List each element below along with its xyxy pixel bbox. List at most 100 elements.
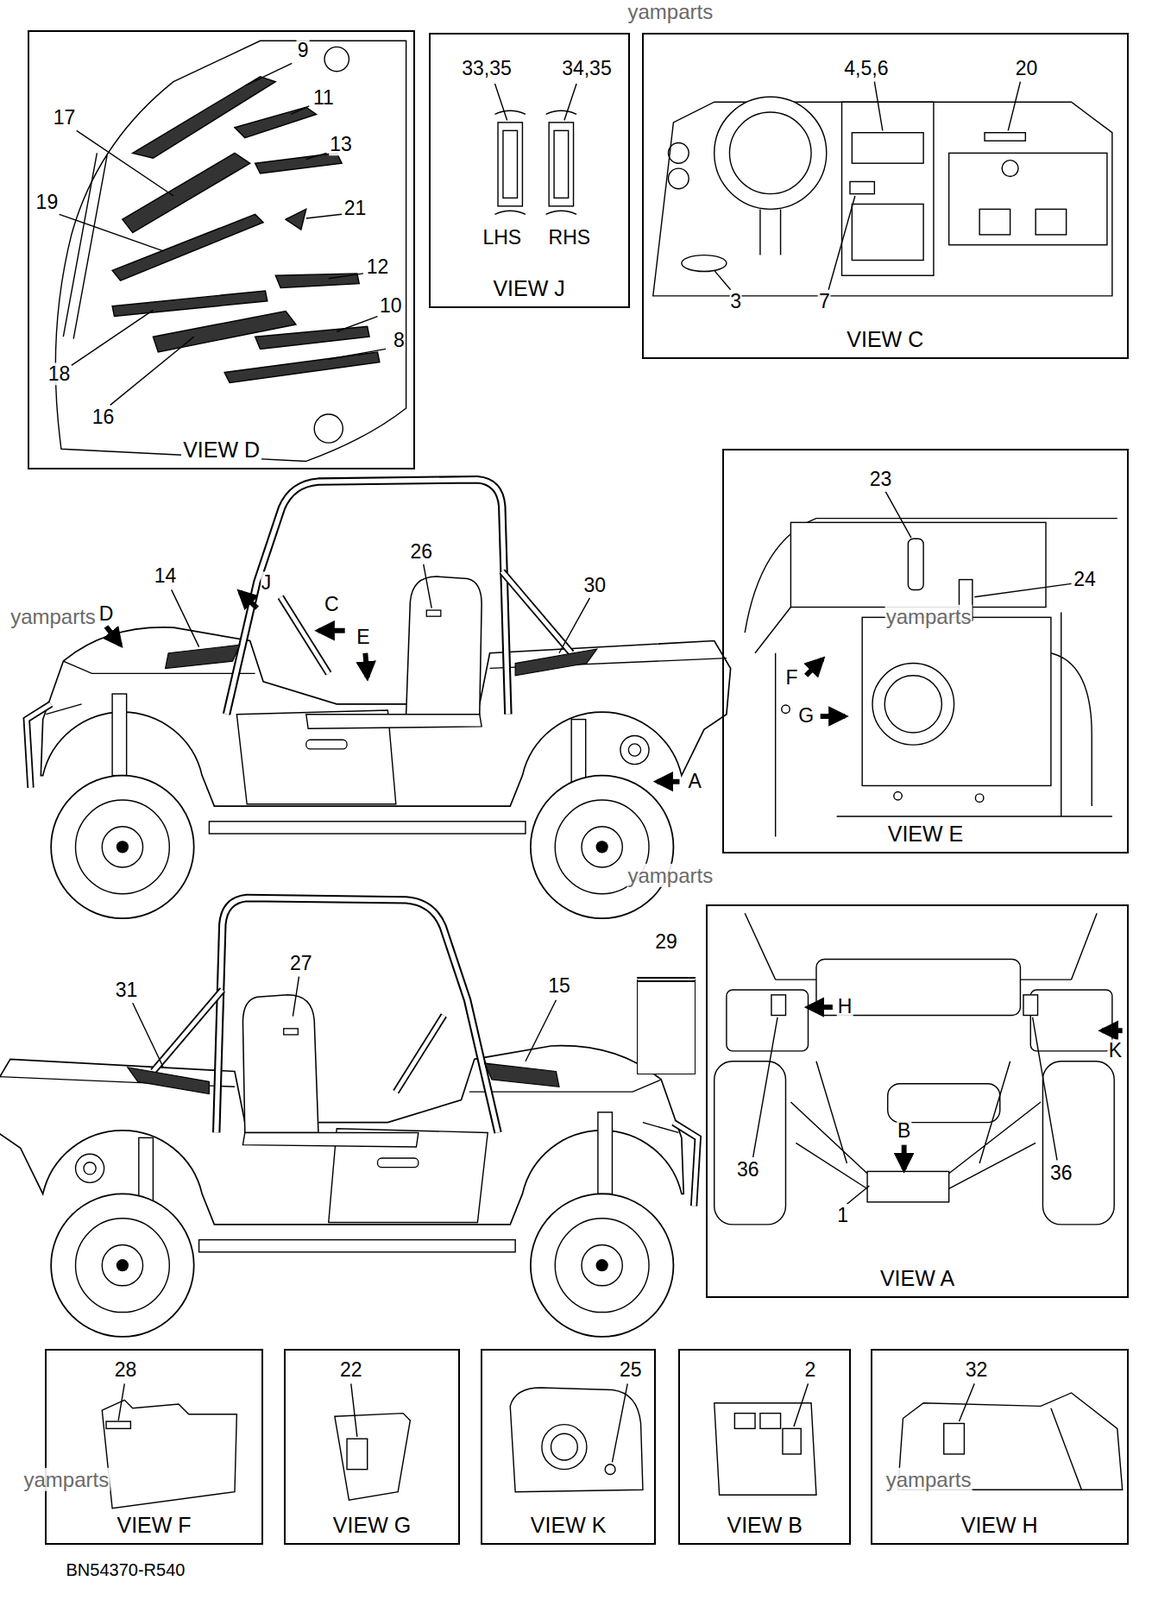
label-anchor: 36 — [736, 1159, 761, 1182]
view-panel: VIEW G — [283, 1348, 461, 1545]
callout-number: 14 — [153, 564, 178, 587]
view-title: VIEW D — [181, 437, 262, 463]
callout-number: 3 — [729, 289, 743, 313]
view-title: VIEW E — [886, 821, 966, 847]
label-anchor: 31 — [114, 980, 139, 1002]
callout-number: 34,35 — [560, 57, 613, 81]
label-anchor: 1 — [836, 1205, 850, 1228]
label-anchor: 16 — [91, 406, 116, 429]
watermark-text: yamparts — [9, 604, 97, 629]
label-anchor: H — [837, 995, 854, 1018]
label-anchor: F — [785, 667, 800, 690]
label-anchor: E — [355, 626, 371, 649]
label-anchor: yamparts — [885, 1467, 973, 1491]
view-title: VIEW A — [878, 1265, 957, 1291]
label-anchor: 30 — [583, 574, 608, 597]
callout-number: 26 — [409, 540, 435, 563]
label-anchor: 36 — [1049, 1162, 1074, 1184]
label-anchor: yamparts — [627, 0, 715, 24]
label-anchor: D — [98, 603, 115, 625]
label-anchor: 14 — [153, 565, 178, 587]
view-arrow-letter: E — [355, 625, 371, 649]
view-panel: VIEW A — [705, 904, 1129, 1298]
label-anchor: 32 — [964, 1359, 989, 1381]
watermark-text: yamparts — [885, 604, 973, 629]
label-anchor: RHS — [547, 226, 592, 249]
callout-number: 22 — [339, 1358, 364, 1381]
label-anchor: 7 — [818, 290, 831, 313]
callout-number: 10 — [378, 294, 403, 317]
view-arrow-letter: A — [687, 769, 703, 793]
callout-number: 12 — [365, 255, 391, 278]
callout-number: 7 — [818, 289, 831, 313]
label-anchor: 33,35 — [460, 58, 513, 81]
callout-number: 33,35 — [460, 57, 513, 81]
view-panel: VIEW H — [870, 1348, 1129, 1545]
view-panel: VIEW D — [27, 30, 416, 469]
view-arrow-letter: G — [797, 704, 815, 727]
view-panel: VIEW C — [642, 32, 1129, 359]
label-anchor: 26 — [409, 541, 435, 563]
label-anchor: yamparts — [23, 1467, 111, 1491]
label-anchor: BN54370-R540 — [65, 1560, 187, 1580]
view-title: VIEW B — [724, 1512, 805, 1538]
label-anchor: 34,35 — [560, 58, 613, 81]
label-anchor: A — [687, 770, 703, 793]
watermark-text: yamparts — [23, 1466, 111, 1491]
view-title: VIEW G — [331, 1512, 413, 1538]
view-arrow-letter: F — [785, 667, 800, 690]
label-anchor: yamparts — [885, 605, 973, 629]
view-arrow-letter: H — [837, 994, 854, 1018]
callout-number: 25 — [618, 1358, 643, 1381]
label-anchor: 13 — [328, 133, 353, 156]
callout-number: 27 — [289, 952, 314, 976]
label-anchor: C — [323, 594, 340, 617]
callout-number: 32 — [964, 1358, 989, 1381]
label-anchor: yamparts — [627, 863, 715, 887]
label-anchor: G — [797, 705, 815, 727]
watermark-text: yamparts — [885, 1466, 973, 1491]
label-anchor: 23 — [868, 468, 894, 491]
callout-number: 13 — [328, 132, 353, 156]
callout-number: 2 — [803, 1358, 817, 1381]
callout-number: 36 — [736, 1158, 761, 1182]
view-title: VIEW K — [528, 1512, 609, 1538]
callout-number: 24 — [1072, 567, 1097, 591]
view-title: VIEW H — [959, 1512, 1040, 1538]
label-anchor: J — [260, 572, 273, 595]
callout-number: 21 — [343, 197, 368, 221]
label-anchor: 11 — [312, 87, 335, 109]
view-arrow-letter: K — [1107, 1038, 1123, 1062]
callout-number: 18 — [47, 362, 72, 385]
callout-number: 30 — [583, 573, 608, 597]
callout-number: 20 — [1014, 57, 1039, 81]
label-anchor: 24 — [1072, 568, 1097, 591]
decal-sheet-box: 29 — [636, 976, 697, 1076]
view-arrow-letter: C — [323, 593, 340, 617]
label-anchor: 15 — [547, 975, 572, 998]
label-anchor: 2 — [803, 1359, 817, 1381]
callout-number: 31 — [114, 979, 139, 1002]
label-anchor: 18 — [47, 363, 72, 385]
watermark-text: yamparts — [627, 862, 715, 887]
label-anchor: LHS — [481, 226, 523, 249]
label-anchor: 19 — [35, 192, 60, 215]
side-label: LHS — [481, 226, 523, 249]
label-anchor: 28 — [113, 1359, 139, 1381]
callout-number: 36 — [1049, 1161, 1074, 1184]
view-panel: VIEW F — [44, 1348, 264, 1545]
side-label: RHS — [547, 226, 592, 249]
callout-number: 4,5,6 — [843, 57, 889, 81]
callout-number: 16 — [91, 405, 116, 429]
callout-number: 29 — [653, 930, 680, 953]
label-anchor: K — [1107, 1039, 1123, 1062]
callout-number: 1 — [836, 1204, 850, 1228]
label-anchor: 22 — [339, 1359, 364, 1381]
view-arrow-letter: D — [98, 602, 115, 625]
label-anchor: 3 — [729, 290, 743, 313]
callout-number: 8 — [392, 328, 406, 352]
callout-number: 11 — [312, 86, 335, 109]
label-anchor: yamparts — [9, 605, 97, 629]
